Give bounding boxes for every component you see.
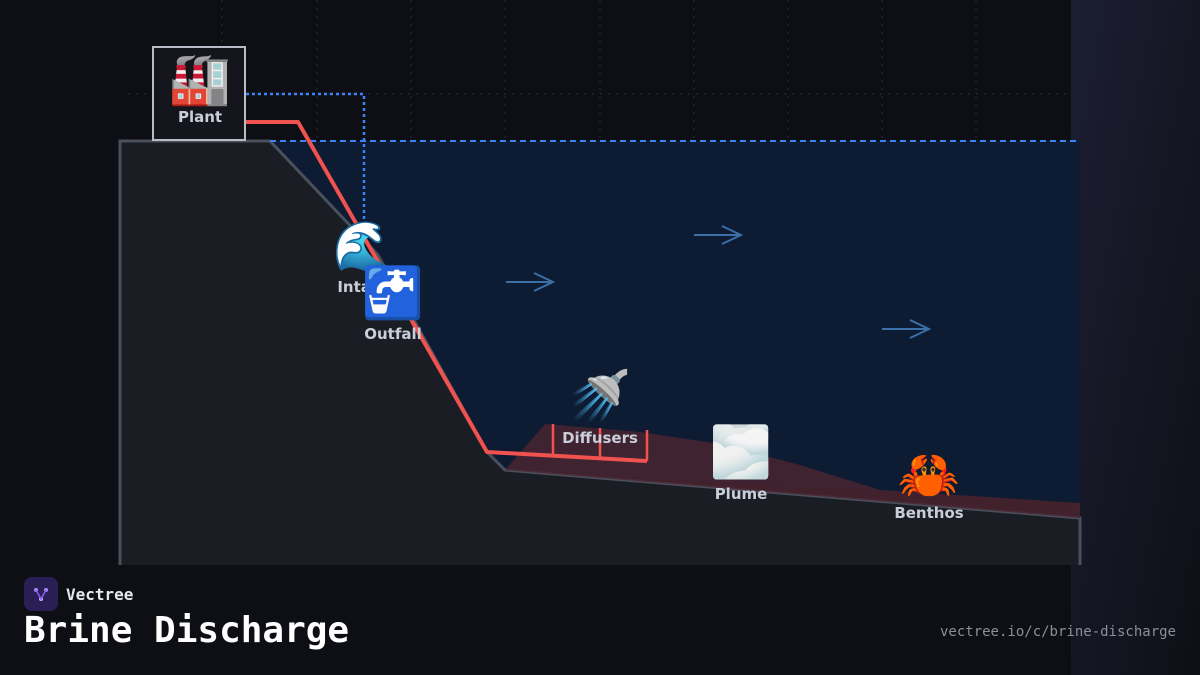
brand[interactable]: Vectree bbox=[24, 577, 133, 611]
diffusers-label: Diffusers bbox=[562, 429, 638, 447]
factory-icon: 🏭 bbox=[168, 50, 232, 108]
potable-water-icon: 🚰 bbox=[361, 264, 425, 322]
outfall-label: Outfall bbox=[364, 325, 422, 343]
shower-icon: 🚿 bbox=[568, 367, 632, 425]
vectree-logo-icon bbox=[24, 577, 58, 611]
diffuser-risers bbox=[551, 424, 649, 461]
benthos-label: Benthos bbox=[894, 504, 964, 522]
seabed bbox=[120, 141, 1080, 565]
fog-icon: 🌫️ bbox=[709, 423, 773, 481]
current-arrows bbox=[506, 225, 932, 339]
intake-label: Intake bbox=[337, 278, 391, 296]
current-arrow bbox=[694, 225, 744, 245]
page-title: Brine Discharge bbox=[24, 610, 350, 651]
sea-water bbox=[270, 141, 1080, 503]
current-arrow bbox=[882, 319, 932, 339]
brand-name: Vectree bbox=[66, 584, 134, 604]
wave-icon: 🌊 bbox=[332, 218, 396, 276]
plant-node bbox=[152, 46, 246, 141]
side-panel bbox=[1071, 0, 1200, 675]
page-url[interactable]: vectree.io/c/brine-discharge bbox=[939, 624, 1176, 640]
current-arrow bbox=[506, 272, 556, 292]
plant-label: Plant bbox=[177, 108, 223, 126]
plume-label: Plume bbox=[714, 485, 768, 503]
crab-icon: 🦀 bbox=[897, 446, 961, 504]
brine-pipe bbox=[246, 120, 648, 463]
brine-plume bbox=[505, 424, 1080, 518]
